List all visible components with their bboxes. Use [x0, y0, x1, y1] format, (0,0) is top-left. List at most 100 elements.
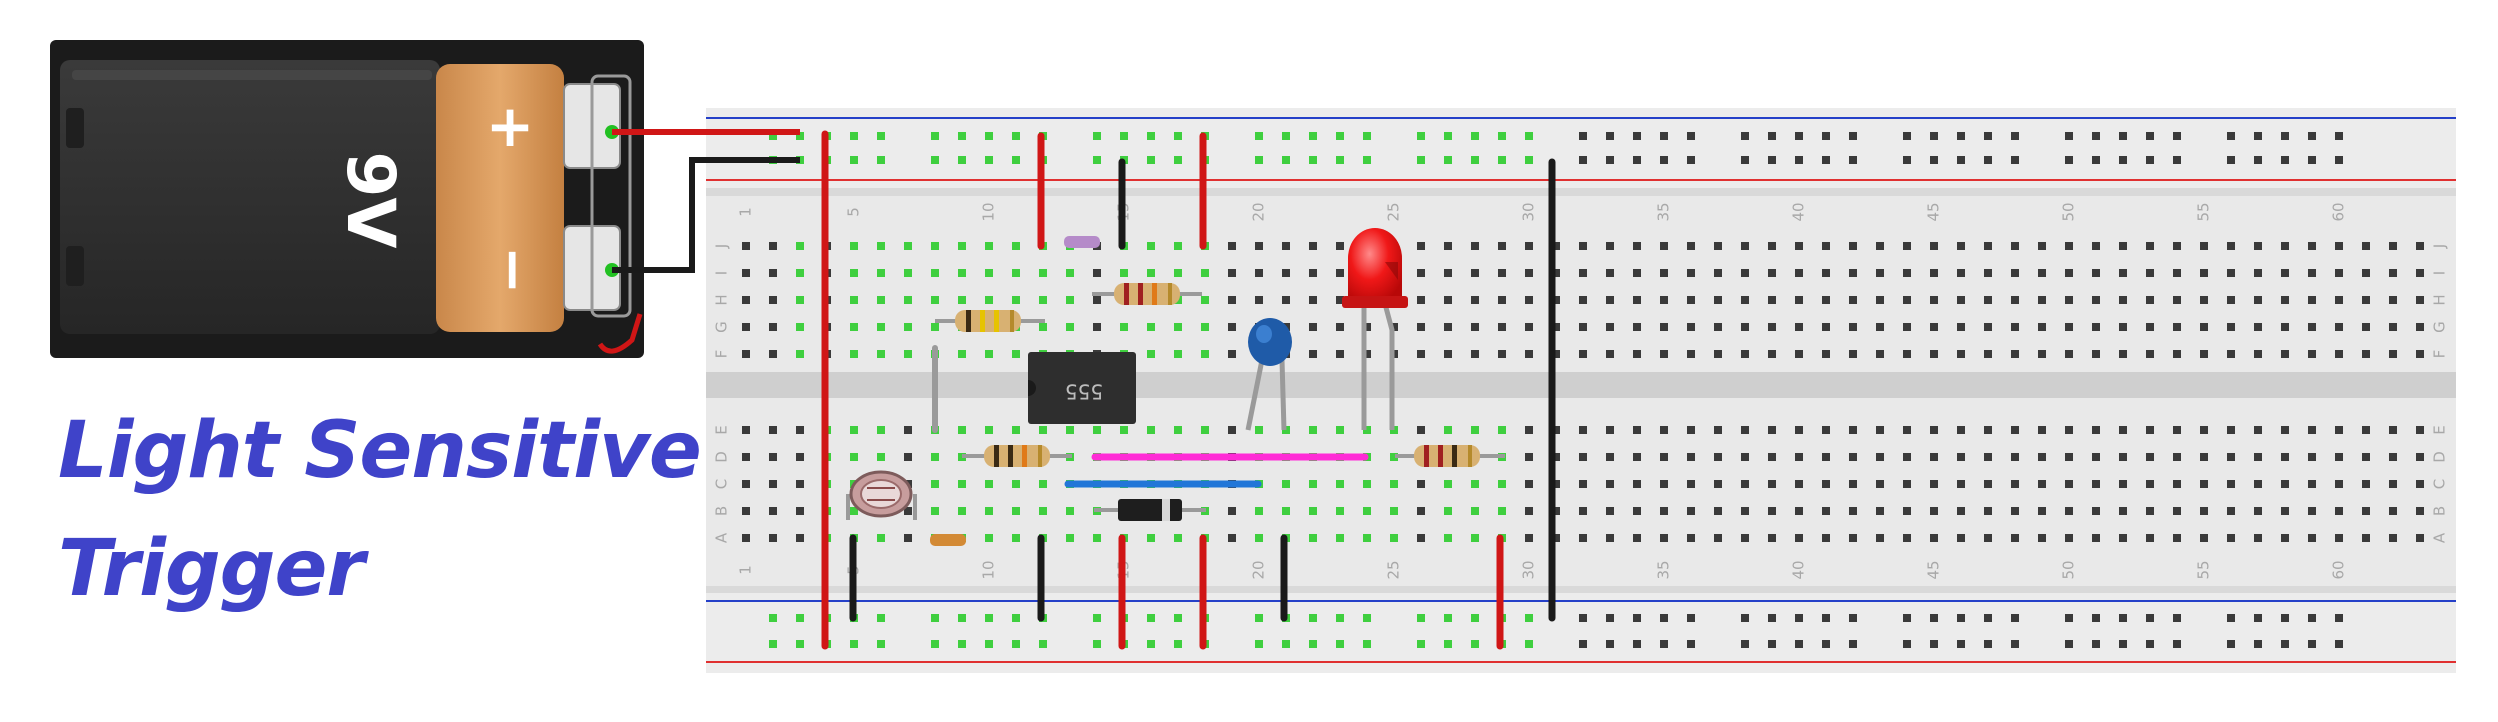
- breadboard-hole: [2308, 156, 2316, 164]
- breadboard-hole: [2389, 242, 2397, 250]
- breadboard-hole: [2146, 350, 2154, 358]
- diagram-title-line-1: Light Sensitive: [58, 412, 701, 490]
- breadboard-hole: [1822, 480, 1830, 488]
- breadboard-hole: [1606, 323, 1614, 331]
- breadboard-hole: [1930, 507, 1938, 515]
- ic-555-label: 555: [1065, 380, 1103, 404]
- breadboard: 1155101015152020252530303535404045455050…: [706, 108, 2456, 673]
- breadboard-hole: [2173, 534, 2181, 542]
- breadboard-hole: [2335, 453, 2343, 461]
- breadboard-hole: [2362, 269, 2370, 277]
- breadboard-hole: [850, 350, 858, 358]
- breadboard-hole: [2038, 426, 2046, 434]
- breadboard-hole: [1957, 323, 1965, 331]
- breadboard-hole: [2173, 132, 2181, 140]
- breadboard-hole: [1849, 269, 1857, 277]
- breadboard-hole: [1768, 453, 1776, 461]
- breadboard-hole: [2335, 296, 2343, 304]
- breadboard-hole: [2065, 269, 2073, 277]
- breadboard-hole: [958, 426, 966, 434]
- breadboard-hole: [2335, 350, 2343, 358]
- breadboard-hole: [1849, 534, 1857, 542]
- breadboard-hole: [1903, 507, 1911, 515]
- column-number-label: 1: [737, 207, 755, 217]
- breadboard-hole: [1093, 426, 1101, 434]
- breadboard-hole: [2038, 296, 2046, 304]
- breadboard-hole: [2065, 614, 2073, 622]
- breadboard-hole: [958, 507, 966, 515]
- breadboard-hole: [1957, 426, 1965, 434]
- breadboard-hole: [1606, 453, 1614, 461]
- breadboard-hole: [1309, 323, 1317, 331]
- breadboard-hole: [1930, 480, 1938, 488]
- breadboard-hole: [1903, 640, 1911, 648]
- breadboard-hole: [1768, 296, 1776, 304]
- breadboard-hole: [2146, 480, 2154, 488]
- breadboard-hole: [1228, 296, 1236, 304]
- breadboard-hole: [1066, 507, 1074, 515]
- breadboard-hole: [850, 242, 858, 250]
- breadboard-hole: [2281, 480, 2289, 488]
- breadboard-hole: [1579, 640, 1587, 648]
- breadboard-hole: [2200, 350, 2208, 358]
- breadboard-hole: [2065, 640, 2073, 648]
- breadboard-hole: [1714, 350, 1722, 358]
- breadboard-hole: [1066, 323, 1074, 331]
- breadboard-hole: [1714, 534, 1722, 542]
- breadboard-hole: [2254, 323, 2262, 331]
- breadboard-hole: [1714, 269, 1722, 277]
- breadboard-hole: [877, 296, 885, 304]
- breadboard-hole: [1444, 534, 1452, 542]
- row-letter-label: J: [2431, 244, 2449, 249]
- breadboard-hole: [2335, 640, 2343, 648]
- breadboard-hole: [1498, 242, 1506, 250]
- breadboard-hole: [742, 296, 750, 304]
- breadboard-hole: [1849, 350, 1857, 358]
- breadboard-hole: [2416, 296, 2424, 304]
- breadboard-hole: [2308, 507, 2316, 515]
- breadboard-hole: [2092, 156, 2100, 164]
- breadboard-hole: [2065, 296, 2073, 304]
- breadboard-hole: [1687, 534, 1695, 542]
- breadboard-hole: [1471, 614, 1479, 622]
- breadboard-hole: [1417, 269, 1425, 277]
- breadboard-hole: [985, 242, 993, 250]
- top-terminal-block: [706, 196, 2456, 372]
- breadboard-hole: [2308, 614, 2316, 622]
- breadboard-hole: [1012, 156, 1020, 164]
- breadboard-hole: [1363, 534, 1371, 542]
- breadboard-hole: [769, 614, 777, 622]
- breadboard-hole: [931, 296, 939, 304]
- breadboard-hole: [1930, 426, 1938, 434]
- breadboard-hole: [1741, 296, 1749, 304]
- breadboard-hole: [1336, 480, 1344, 488]
- breadboard-hole: [2200, 480, 2208, 488]
- breadboard-hole: [2308, 323, 2316, 331]
- breadboard-hole: [1849, 132, 1857, 140]
- breadboard-hole: [1633, 156, 1641, 164]
- breadboard-hole: [1309, 507, 1317, 515]
- breadboard-hole: [1822, 296, 1830, 304]
- breadboard-hole: [2173, 640, 2181, 648]
- breadboard-hole: [1282, 132, 1290, 140]
- breadboard-hole: [742, 426, 750, 434]
- breadboard-hole: [2146, 323, 2154, 331]
- breadboard-hole: [1984, 269, 1992, 277]
- breadboard-hole: [1741, 156, 1749, 164]
- breadboard-hole: [931, 242, 939, 250]
- breadboard-hole: [1336, 156, 1344, 164]
- breadboard-hole: [2254, 156, 2262, 164]
- breadboard-hole: [1444, 156, 1452, 164]
- breadboard-hole: [1255, 614, 1263, 622]
- breadboard-hole: [1606, 242, 1614, 250]
- breadboard-hole: [1525, 132, 1533, 140]
- breadboard-hole: [1876, 242, 1884, 250]
- breadboard-hole: [1120, 132, 1128, 140]
- breadboard-hole: [2173, 426, 2181, 434]
- breadboard-hole: [1795, 614, 1803, 622]
- center-channel: [706, 372, 2456, 398]
- breadboard-hole: [1903, 323, 1911, 331]
- breadboard-hole: [1309, 132, 1317, 140]
- breadboard-hole: [1606, 640, 1614, 648]
